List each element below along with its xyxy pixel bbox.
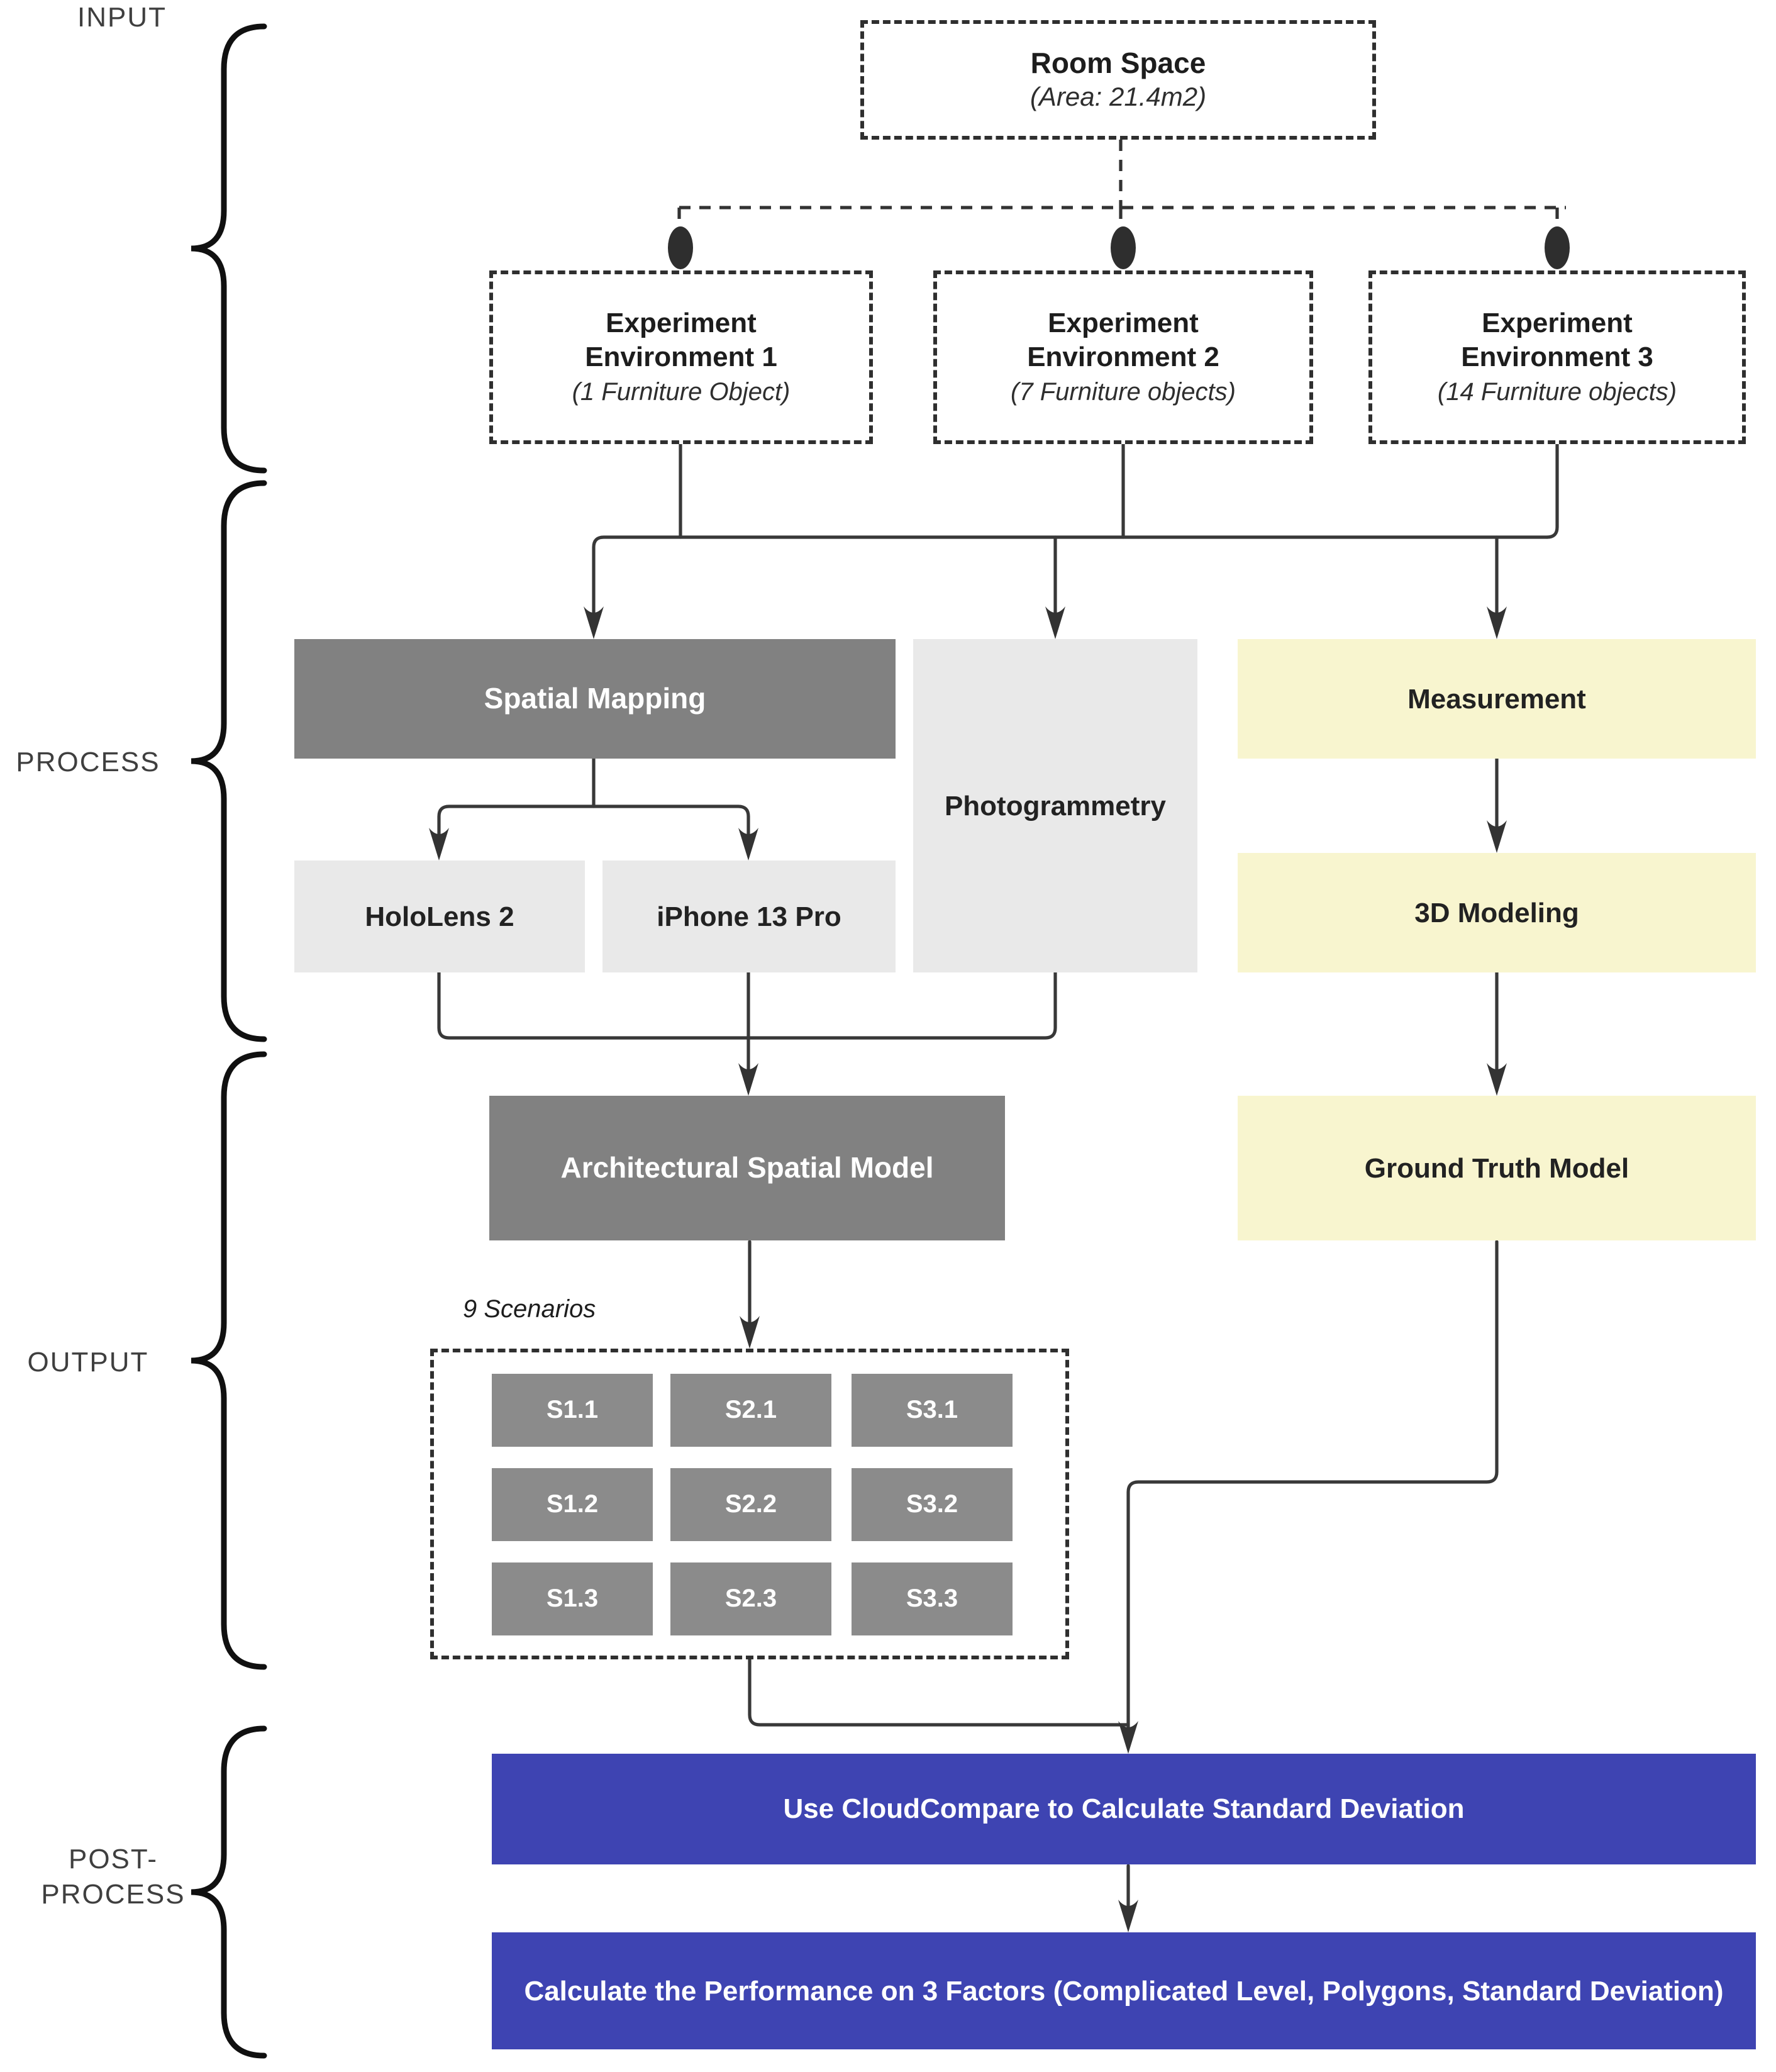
node-architectural-spatial-model: Architectural Spatial Model [489, 1096, 1005, 1240]
environment-3-subtitle: (14 Furniture objects) [1437, 379, 1677, 406]
node-environment-3: Experiment Environment 3 (14 Furniture o… [1368, 270, 1746, 444]
scenarios-count-label: 9 Scenarios [463, 1296, 596, 1323]
arrowhead-scenarios [740, 1316, 760, 1349]
section-braces [191, 23, 267, 2059]
scenario-cell: S1.2 [492, 1468, 653, 1541]
section-label-post-line2: PROCESS [41, 1878, 186, 1910]
iphone-label: iPhone 13 Pro [657, 900, 841, 932]
environment-2-title: Experiment Environment 2 [1027, 307, 1219, 372]
junction-dots [668, 226, 1570, 269]
hololens-label: HoloLens 2 [365, 900, 514, 932]
3d-modeling-label: 3D Modeling [1414, 896, 1579, 928]
node-3d-modeling: 3D Modeling [1238, 853, 1756, 972]
junction-dot-env3 [1545, 226, 1570, 269]
scenario-cell: S3.1 [852, 1374, 1013, 1447]
connector-scenarios-junction [748, 1657, 1130, 1727]
scenario-cell: S1.3 [492, 1562, 653, 1635]
junction-dot-env1 [668, 226, 693, 269]
node-iphone: iPhone 13 Pro [602, 861, 896, 972]
room-space-subtitle: (Area: 21.4m2) [1030, 83, 1207, 112]
photogrammetry-label: Photogrammetry [944, 789, 1167, 821]
brace-post-process [191, 1725, 267, 2059]
node-environment-1: Experiment Environment 1 (1 Furniture Ob… [489, 270, 873, 444]
arrowhead-3d-modeling [1487, 820, 1507, 853]
brace-output [191, 1051, 267, 1670]
arrowhead-asm [738, 1063, 758, 1096]
section-label-post-process: POST- PROCESS [0, 1842, 226, 1912]
connector-process-bus [592, 535, 1549, 618]
node-performance-step: Calculate the Performance on 3 Factors (… [492, 1932, 1756, 2049]
environment-2-subtitle: (7 Furniture objects) [1011, 379, 1236, 406]
connector-env3-down [1545, 442, 1559, 539]
arrowhead-performance [1118, 1900, 1138, 1932]
scenario-cell: S2.2 [670, 1468, 831, 1541]
node-measurement: Measurement [1238, 639, 1756, 759]
arrowhead-hololens [429, 828, 449, 861]
node-ground-truth-model: Ground Truth Model [1238, 1096, 1756, 1240]
node-environment-2: Experiment Environment 2 (7 Furniture ob… [933, 270, 1313, 444]
arrowhead-cloudcompare [1118, 1721, 1138, 1754]
junction-dot-env2 [1111, 226, 1136, 269]
node-spatial-mapping: Spatial Mapping [294, 639, 896, 759]
scenario-cell: S2.3 [670, 1562, 831, 1635]
environment-3-title: Experiment Environment 3 [1461, 307, 1653, 372]
architectural-spatial-model-label: Architectural Spatial Model [560, 1151, 934, 1184]
brace-process [191, 480, 267, 1042]
section-label-output: OUTPUT [27, 1346, 149, 1378]
arrowhead-photogrammetry [1045, 606, 1065, 639]
section-label-input: INPUT [77, 1, 167, 33]
performance-step-label: Calculate the Performance on 3 Factors (… [524, 1975, 1724, 2006]
section-label-post-line1: POST- [68, 1843, 158, 1874]
scenario-cell: S1.1 [492, 1374, 653, 1447]
scenario-cell: S3.3 [852, 1562, 1013, 1635]
environment-1-subtitle: (1 Furniture Object) [572, 379, 791, 406]
room-space-title: Room Space [1030, 47, 1206, 79]
node-cloudcompare-step: Use CloudCompare to Calculate Standard D… [492, 1754, 1756, 1864]
dashed-connectors [677, 140, 1566, 228]
solid-connectors [437, 442, 1559, 1912]
node-photogrammetry: Photogrammetry [913, 639, 1197, 972]
arrowheads [429, 606, 1507, 1932]
environment-1-title: Experiment Environment 1 [585, 307, 777, 372]
connector-groundtruth-junction [1126, 1240, 1499, 1733]
arrowhead-measurement [1487, 606, 1507, 639]
scenario-cell: S3.2 [852, 1468, 1013, 1541]
cloudcompare-step-label: Use CloudCompare to Calculate Standard D… [783, 1793, 1465, 1824]
spatial-mapping-label: Spatial Mapping [484, 682, 706, 715]
arrowhead-iphone [738, 828, 758, 861]
node-hololens: HoloLens 2 [294, 861, 585, 972]
arrowhead-ground-truth [1487, 1063, 1507, 1096]
ground-truth-model-label: Ground Truth Model [1364, 1152, 1629, 1183]
node-room-space: Room Space (Area: 21.4m2) [860, 20, 1376, 140]
brace-input [191, 23, 267, 474]
section-label-process: PROCESS [16, 746, 160, 777]
arrowhead-spatial-mapping [584, 606, 604, 639]
measurement-label: Measurement [1407, 682, 1586, 714]
connector-spatialmapping-split [437, 805, 750, 840]
scenario-cell: S2.1 [670, 1374, 831, 1447]
